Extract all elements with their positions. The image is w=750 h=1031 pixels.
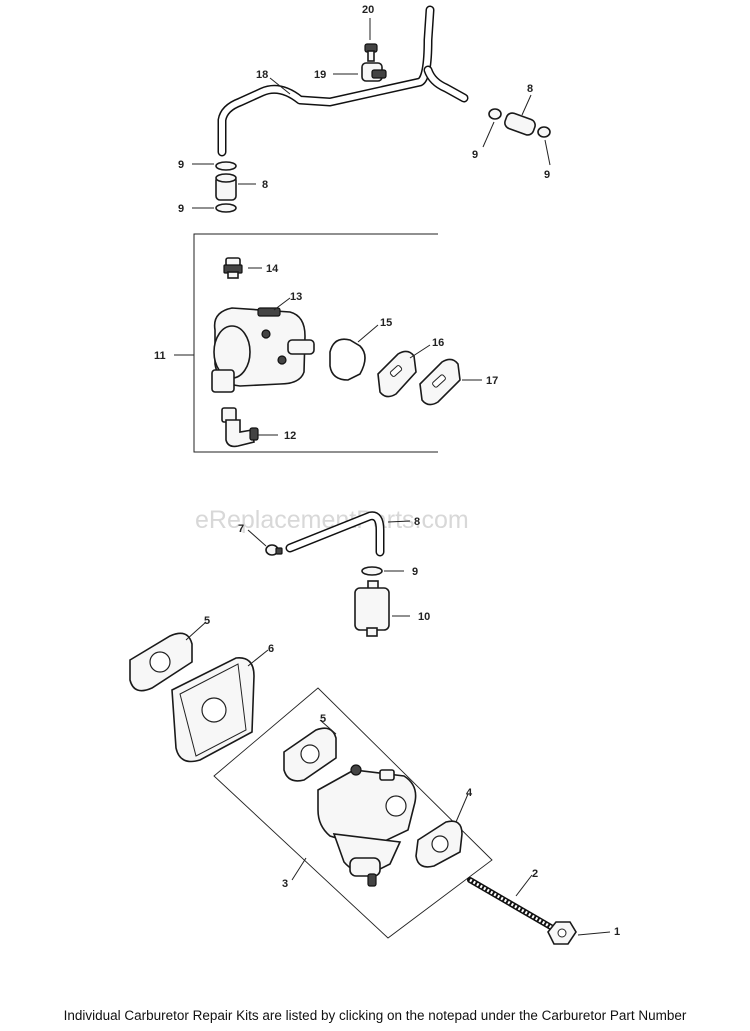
callout-3: 3: [282, 878, 288, 890]
callout-8-middle: 8: [414, 516, 420, 528]
callout-5-top: 5: [204, 615, 210, 627]
clamp-19: [361, 62, 387, 82]
callout-9-left-a: 9: [178, 159, 184, 171]
callout-8-top-right: 8: [527, 83, 533, 95]
fitting-14: [223, 257, 243, 279]
heat-shield-6: [171, 657, 255, 763]
gasket-5-lower: [283, 727, 337, 782]
callout-9-left-b: 9: [178, 203, 184, 215]
gasket-4: [415, 820, 463, 868]
callout-9-top-right-a: 9: [472, 149, 478, 161]
fuel-filter-10: [354, 580, 390, 637]
callout-10: 10: [418, 611, 430, 623]
fuel-pump-box: [193, 233, 438, 453]
carburetor-3: [317, 764, 417, 887]
callout-13: 13: [290, 291, 302, 303]
leader-lines: [174, 18, 611, 936]
fuel-pump-13: [211, 307, 315, 393]
hose-8-left: [215, 161, 237, 213]
gasket-5-top: [129, 632, 193, 692]
fuel-line-8-middle: [285, 511, 385, 557]
gasket-15: [329, 338, 366, 381]
clamp-9-middle: [361, 566, 383, 576]
callout-4: 4: [466, 787, 473, 799]
callout-14: 14: [266, 263, 279, 275]
callout-16: 16: [432, 337, 444, 349]
stud-2: [467, 877, 559, 933]
parts-diagram: eReplacementParts.com: [129, 4, 620, 945]
callout-15: 15: [380, 317, 392, 329]
elbow-fitting-12: [221, 407, 259, 448]
callout-11: 11: [154, 350, 166, 362]
callout-8-left: 8: [262, 179, 268, 191]
callout-5-lower: 5: [320, 713, 326, 725]
clamp-7: [265, 544, 283, 556]
nut-1: [547, 921, 577, 945]
callout-12: 12: [284, 430, 296, 442]
callout-6: 6: [268, 643, 274, 655]
callout-9-middle: 9: [412, 566, 418, 578]
fuel-line-18: [217, 5, 469, 157]
screw-20: [364, 43, 378, 62]
callout-2: 2: [532, 868, 538, 880]
gasket-17: [419, 358, 461, 406]
callout-20: 20: [362, 4, 374, 16]
callout-19: 19: [314, 69, 326, 81]
carburetor-box: [213, 687, 493, 939]
hose-8-top-right: [488, 108, 551, 138]
callout-17: 17: [486, 375, 498, 387]
callout-18: 18: [256, 69, 268, 81]
gasket-16: [377, 350, 417, 398]
callout-9-top-right-b: 9: [544, 169, 550, 181]
footer-note: Individual Carburetor Repair Kits are li…: [63, 1008, 687, 1023]
callout-1: 1: [614, 926, 620, 938]
callout-7: 7: [238, 523, 244, 535]
